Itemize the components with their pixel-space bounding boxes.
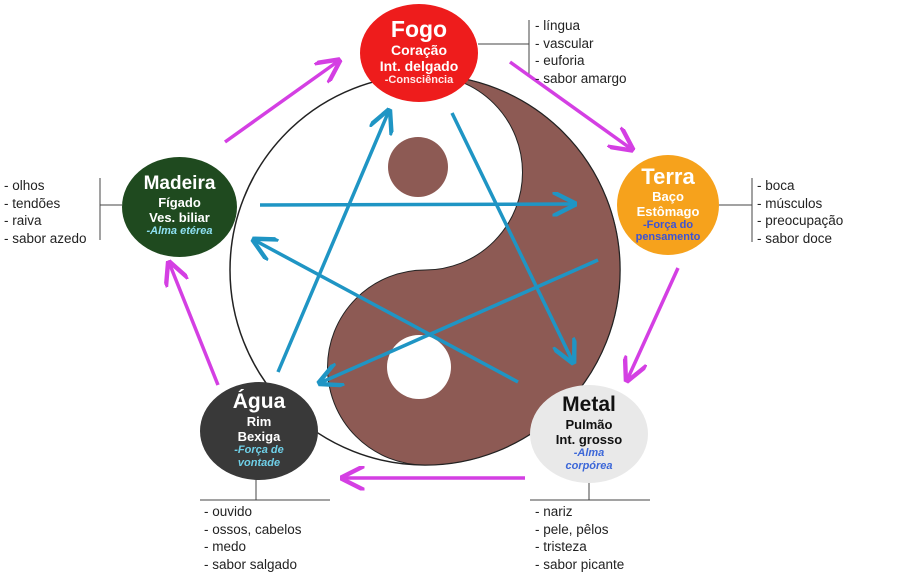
terra-element-circle: Terra Baço Estômago -Força do pensamento — [617, 155, 719, 255]
fogo-name: Fogo — [390, 16, 448, 42]
agua-association-item: - ouvido — [204, 504, 253, 519]
madeira-name: Madeira — [143, 173, 216, 194]
metal-name: Metal — [562, 393, 616, 416]
metal-association-item: - nariz — [535, 504, 573, 519]
madeira-association-item: - sabor azedo — [4, 230, 87, 246]
arrow-terra-to-metal — [628, 267, 680, 378]
agua-organ-1: Rim — [246, 414, 272, 429]
terra-organ-1: Baço — [652, 189, 684, 204]
yin-yang-light-dot — [387, 335, 451, 399]
agua-association-item: - sabor salgado — [204, 556, 298, 572]
terra-name: Terra — [641, 164, 695, 189]
metal-associations: - nariz - pele, pêlos - tristeza - sabor… — [535, 503, 624, 573]
association-brackets — [99, 20, 753, 501]
metal-spirit: -Alma corpórea — [565, 447, 613, 472]
terra-organ-2: Estômago — [636, 204, 700, 219]
metal-element-circle: Metal Pulmão Int. grosso -Alma corpórea — [530, 385, 648, 483]
arrow-fogo-to-metal — [450, 112, 572, 360]
control-cycle-arrows — [256, 112, 599, 384]
terra-association-item: - preocupação — [757, 213, 844, 228]
agua-association-item: - ossos, cabelos — [204, 521, 302, 537]
madeira-organ-1: Fígado — [158, 195, 201, 210]
metal-association-item: - tristeza — [535, 539, 587, 554]
madeira-associations: - olhos - tendões - raiva - sabor azedo — [4, 177, 87, 247]
agua-associations: - ouvido - ossos, cabelos - medo - sabor… — [204, 503, 302, 573]
agua-spirit: -Força de vontade — [234, 444, 284, 469]
agua-name: Água — [232, 390, 286, 413]
arrow-agua-to-fogo — [276, 113, 388, 373]
madeira-association-item: - olhos — [4, 178, 45, 193]
madeira-organ-2: Ves. biliar — [149, 210, 210, 225]
metal-organ-1: Pulmão — [565, 417, 613, 432]
fogo-organ-2: Int. delgado — [379, 58, 459, 74]
terra-spirit: -Força do pensamento — [635, 219, 701, 243]
fogo-organ-1: Coração — [390, 42, 448, 58]
madeira-spirit: -Alma etérea — [146, 225, 213, 237]
madeira-element-circle: Madeira Fígado Ves. biliar -Alma etérea — [122, 157, 237, 257]
metal-organ-2: Int. grosso — [555, 432, 623, 447]
arrow-madeira-to-terra — [259, 204, 572, 205]
agua-organ-2: Bexiga — [237, 429, 281, 444]
yin-yang-dark-dot — [388, 137, 448, 197]
fogo-association-item: - sabor amargo — [535, 70, 627, 86]
generation-cycle-arrows — [170, 60, 680, 478]
arrow-terra-to-agua — [322, 258, 599, 382]
madeira-association-item: - tendões — [4, 195, 61, 211]
fogo-associations: - língua - vascular - euforia - sabor am… — [535, 17, 627, 87]
arrow-fogo-to-terra — [508, 60, 630, 148]
metal-association-item: - pele, pêlos — [535, 521, 609, 537]
fogo-association-item: - euforia — [535, 53, 585, 68]
arrow-agua-to-madeira — [170, 265, 220, 386]
arrow-metal-to-madeira — [256, 241, 519, 384]
fogo-spirit: -Consciência — [384, 74, 454, 86]
fogo-element-circle: Fogo Coração Int. delgado -Consciência — [360, 4, 478, 102]
madeira-association-item: - raiva — [4, 213, 42, 228]
terra-association-item: - músculos — [757, 195, 823, 211]
fogo-association-item: - vascular — [535, 35, 594, 51]
metal-association-item: - sabor picante — [535, 556, 625, 572]
terra-associations: - boca - músculos - preocupação - sabor … — [757, 177, 843, 247]
arrow-madeira-to-fogo — [223, 62, 337, 144]
fogo-association-item: - língua — [535, 18, 581, 33]
terra-association-item: - sabor doce — [757, 230, 833, 246]
terra-association-item: - boca — [757, 178, 795, 193]
agua-association-item: - medo — [204, 539, 247, 554]
agua-element-circle: Água Rim Bexiga -Força de vontade — [200, 382, 318, 480]
